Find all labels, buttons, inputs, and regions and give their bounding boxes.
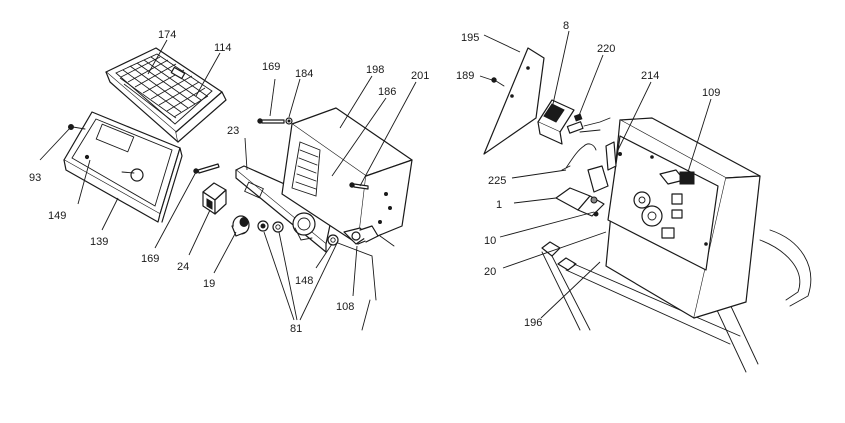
control-tray: [63, 111, 183, 223]
callout-225: 225: [488, 175, 506, 187]
callout-189: 189: [456, 70, 474, 82]
lid-cover: [105, 47, 227, 143]
callout-220: 220: [597, 43, 615, 55]
panel-23: [235, 165, 335, 253]
lid-lattice: [119, 56, 209, 121]
callout-214: 214: [641, 70, 659, 82]
left-assembly: [63, 47, 413, 331]
callout-198: 198: [366, 64, 384, 76]
screw-169-lower: [193, 163, 220, 174]
callout-201: 201: [411, 70, 429, 82]
washers-81: [257, 220, 284, 233]
callout-labels: 174 114 169 184 198 201 186 23 93 149 13…: [29, 20, 720, 335]
callout-23: 23: [227, 125, 239, 137]
connector-220: [566, 113, 611, 134]
right-assembly: [483, 47, 812, 373]
switch-24: [202, 182, 227, 215]
callout-195: 195: [461, 32, 479, 44]
callout-109: 109: [702, 87, 720, 99]
valve-assembly: [555, 141, 622, 217]
callout-148: 148: [295, 275, 313, 287]
callout-81: 81: [290, 323, 302, 335]
callout-169-lower: 169: [141, 253, 159, 265]
side-cover-195: [483, 47, 545, 155]
callout-93: 93: [29, 172, 41, 184]
callout-108: 108: [336, 301, 354, 313]
module-8: [537, 99, 575, 145]
cable-225: [561, 143, 597, 171]
nut-148: [327, 234, 339, 246]
callout-184: 184: [295, 68, 313, 80]
callout-169-upper: 169: [262, 61, 280, 73]
callout-196: 196: [524, 317, 542, 329]
callout-19: 19: [203, 278, 215, 290]
screw-186: [349, 182, 369, 190]
callout-174: 174: [158, 29, 176, 41]
callout-24: 24: [177, 261, 189, 273]
control-board-109: [605, 117, 761, 319]
screw-169-upper: [257, 118, 285, 124]
fitting-108: [343, 225, 379, 245]
screw-189: [491, 77, 505, 87]
enclosure-198: [281, 107, 413, 331]
callout-186: 186: [378, 86, 396, 98]
knob-19: [231, 215, 250, 237]
callout-149: 149: [48, 210, 66, 222]
leader-lines: [39, 30, 712, 321]
callout-10: 10: [484, 235, 496, 247]
callout-1: 1: [496, 199, 502, 211]
callout-20: 20: [484, 266, 496, 278]
callout-8: 8: [563, 20, 569, 32]
callout-114: 114: [214, 42, 232, 54]
callout-139: 139: [90, 236, 108, 248]
washer-184: [285, 117, 293, 125]
